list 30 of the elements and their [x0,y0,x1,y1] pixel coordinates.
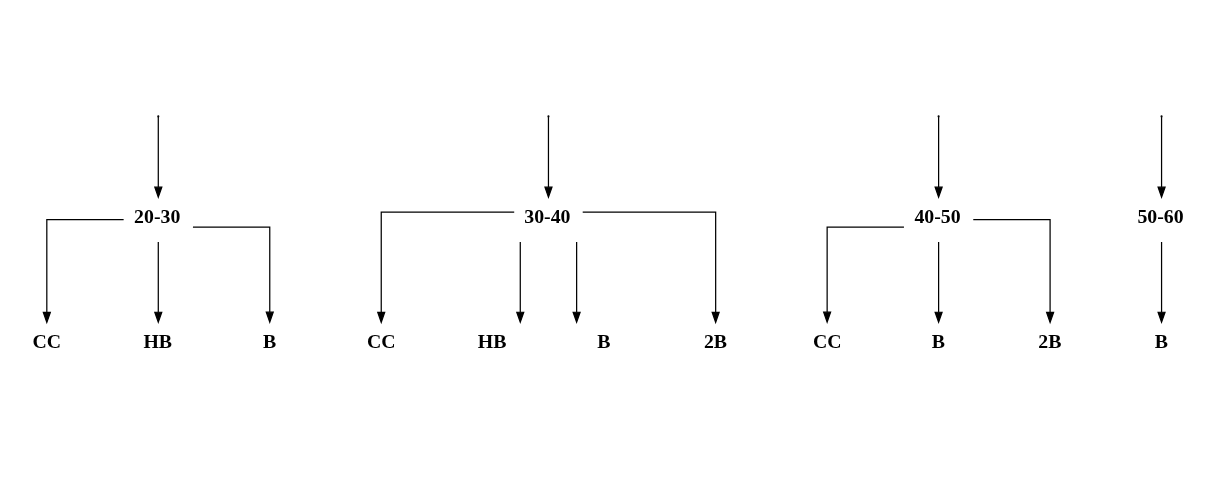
node-text: HB [477,330,507,353]
arrow [153,116,163,200]
arrow [582,211,720,325]
arrow [934,116,943,200]
arrow [376,211,515,325]
node-text: B [597,330,611,353]
node-text: 30-40 [524,205,571,228]
node-text: CC [367,330,396,353]
node-text: CC [812,330,842,353]
arrow [544,116,553,200]
node-text: CC [32,330,62,353]
node-text: 2B [703,330,728,353]
arrow [42,219,125,325]
arrow [1157,241,1166,325]
arrow [934,241,943,325]
node-text: B [1154,330,1168,353]
arrow [822,226,905,324]
arrow [572,241,581,325]
node-text: 2B [1038,330,1062,353]
node-text: 20-30 [134,205,181,228]
arrow [1157,116,1166,200]
arrow [192,226,275,324]
node-text: HB [143,330,173,353]
node-text: 40-50 [914,205,961,228]
arrow [515,241,525,325]
node-text: 50-60 [1137,205,1184,228]
node-text: B [262,330,277,353]
arrow [972,219,1055,325]
arrow [153,241,163,325]
node-text: B [931,330,946,353]
